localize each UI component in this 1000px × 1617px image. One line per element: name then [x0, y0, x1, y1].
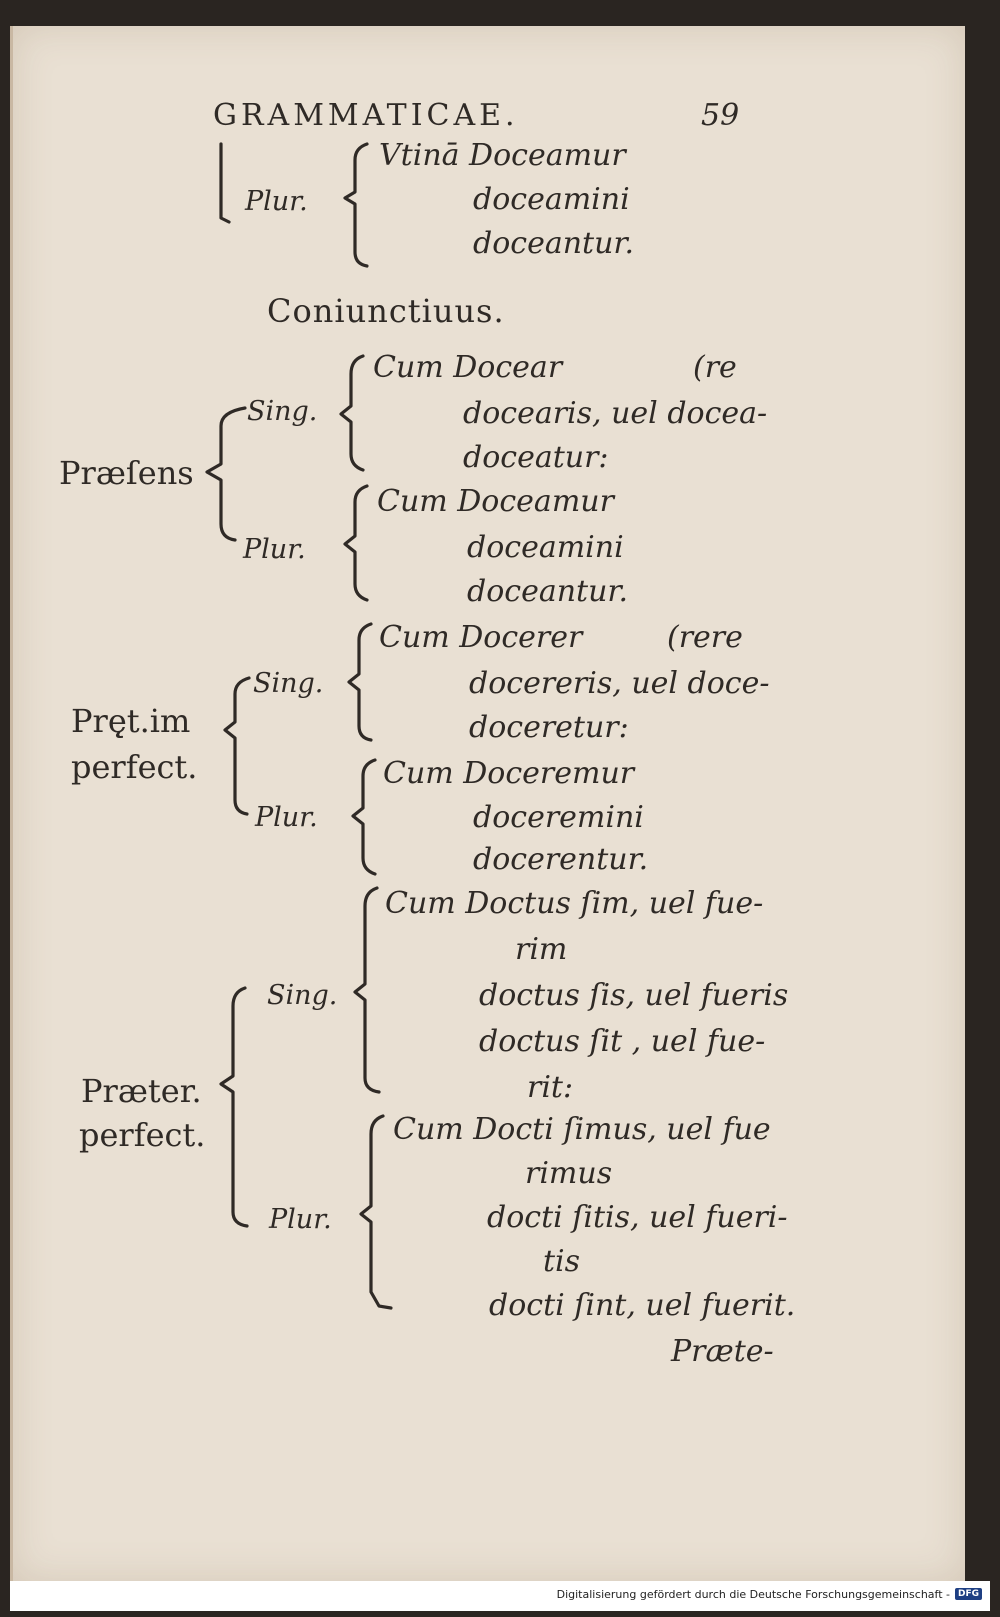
conjugation-line: docereris, uel doce-	[469, 666, 770, 701]
bracket-imperfect-sing	[347, 622, 373, 742]
bracket-praesens-outer	[205, 406, 247, 542]
conjugation-line: tis	[543, 1244, 581, 1279]
footer-bar: Digitalisierung gefördert durch die Deut…	[10, 1581, 990, 1611]
conjugation-line: Cum Docerer	[379, 620, 583, 655]
bracket-praesens-plur	[343, 484, 369, 602]
bracket-perfect-outer	[219, 986, 249, 1228]
bracket-imperfect-outer	[223, 676, 251, 816]
number-label-plur: Plur.	[269, 1204, 332, 1235]
tense-label-perfect: perfect.	[79, 1116, 206, 1154]
catchword: Præte-	[671, 1334, 774, 1369]
conjugation-line: doceatur:	[463, 440, 609, 475]
bracket-perfect-sing	[353, 886, 381, 1094]
conjugation-line: Cum Doceremur	[383, 756, 635, 791]
conjugation-line: doctus ſis, uel fueris	[479, 978, 789, 1013]
conjugation-line: docerentur.	[473, 842, 649, 877]
number-label-sing: Sing.	[253, 668, 324, 699]
conjugation-line: rim	[515, 932, 568, 967]
conjugation-line: Cum Doctus ſim, uel fue-	[385, 886, 764, 921]
bracket-optative-outer	[219, 142, 231, 224]
bracket-perfect-plur	[359, 1114, 393, 1310]
tense-label-perfect: Præter.	[81, 1072, 202, 1110]
conjugation-line: rit:	[527, 1070, 574, 1105]
page-number: 59	[701, 98, 740, 133]
conjugation-line: doctus ſit , uel fue-	[479, 1024, 766, 1059]
book-page: GRAMMATICAE. 59 Plur. Vtinā Doceamur doc…	[10, 26, 965, 1581]
optative-line: doceantur.	[473, 226, 634, 261]
conjugation-line: doceretur:	[469, 710, 629, 745]
optative-plural-label: Plur.	[245, 186, 308, 217]
conjugation-line: (rere	[667, 620, 743, 655]
conjugation-line: doceremini	[473, 800, 644, 835]
conjugation-line: doceamini	[467, 530, 624, 565]
dfg-logo: DFG	[954, 1588, 982, 1600]
bracket-lines	[205, 142, 393, 1310]
number-label-plur: Plur.	[255, 802, 318, 833]
optative-line: doceamini	[473, 182, 630, 217]
conjugation-line: Cum Doceamur	[377, 484, 614, 519]
bracket-imperfect-plur	[351, 758, 377, 876]
tense-label-imperfect: perfect.	[71, 748, 198, 786]
conjugation-line: Cum Docti ſimus, uel fue	[393, 1112, 771, 1147]
running-title: GRAMMATICAE.	[213, 98, 519, 133]
number-label-sing: Sing.	[247, 396, 318, 427]
conjugation-line: docti ſitis, uel fueri-	[487, 1200, 788, 1235]
conjugation-line: doceantur.	[467, 574, 628, 609]
optative-line: Vtinā Doceamur	[379, 138, 626, 173]
number-label-sing: Sing.	[267, 980, 338, 1011]
section-title: Coniunctiuus.	[267, 292, 505, 330]
number-label-plur: Plur.	[243, 534, 306, 565]
bracket-optative-inner	[343, 142, 369, 268]
footer-credit: Digitalisierung gefördert durch die Deut…	[556, 1588, 950, 1601]
tense-label-imperfect: Prę̨t.im	[71, 702, 191, 740]
conjugation-line: docti ſint, uel fuerit.	[489, 1288, 796, 1323]
conjugation-line: rimus	[525, 1156, 613, 1191]
conjugation-line: (re	[693, 350, 737, 385]
conjugation-line: docearis, uel docea-	[463, 396, 768, 431]
conjugation-line: Cum Docear	[373, 350, 563, 385]
tense-label-praesens: Præſens	[59, 454, 194, 492]
bracket-praesens-sing	[339, 354, 365, 472]
